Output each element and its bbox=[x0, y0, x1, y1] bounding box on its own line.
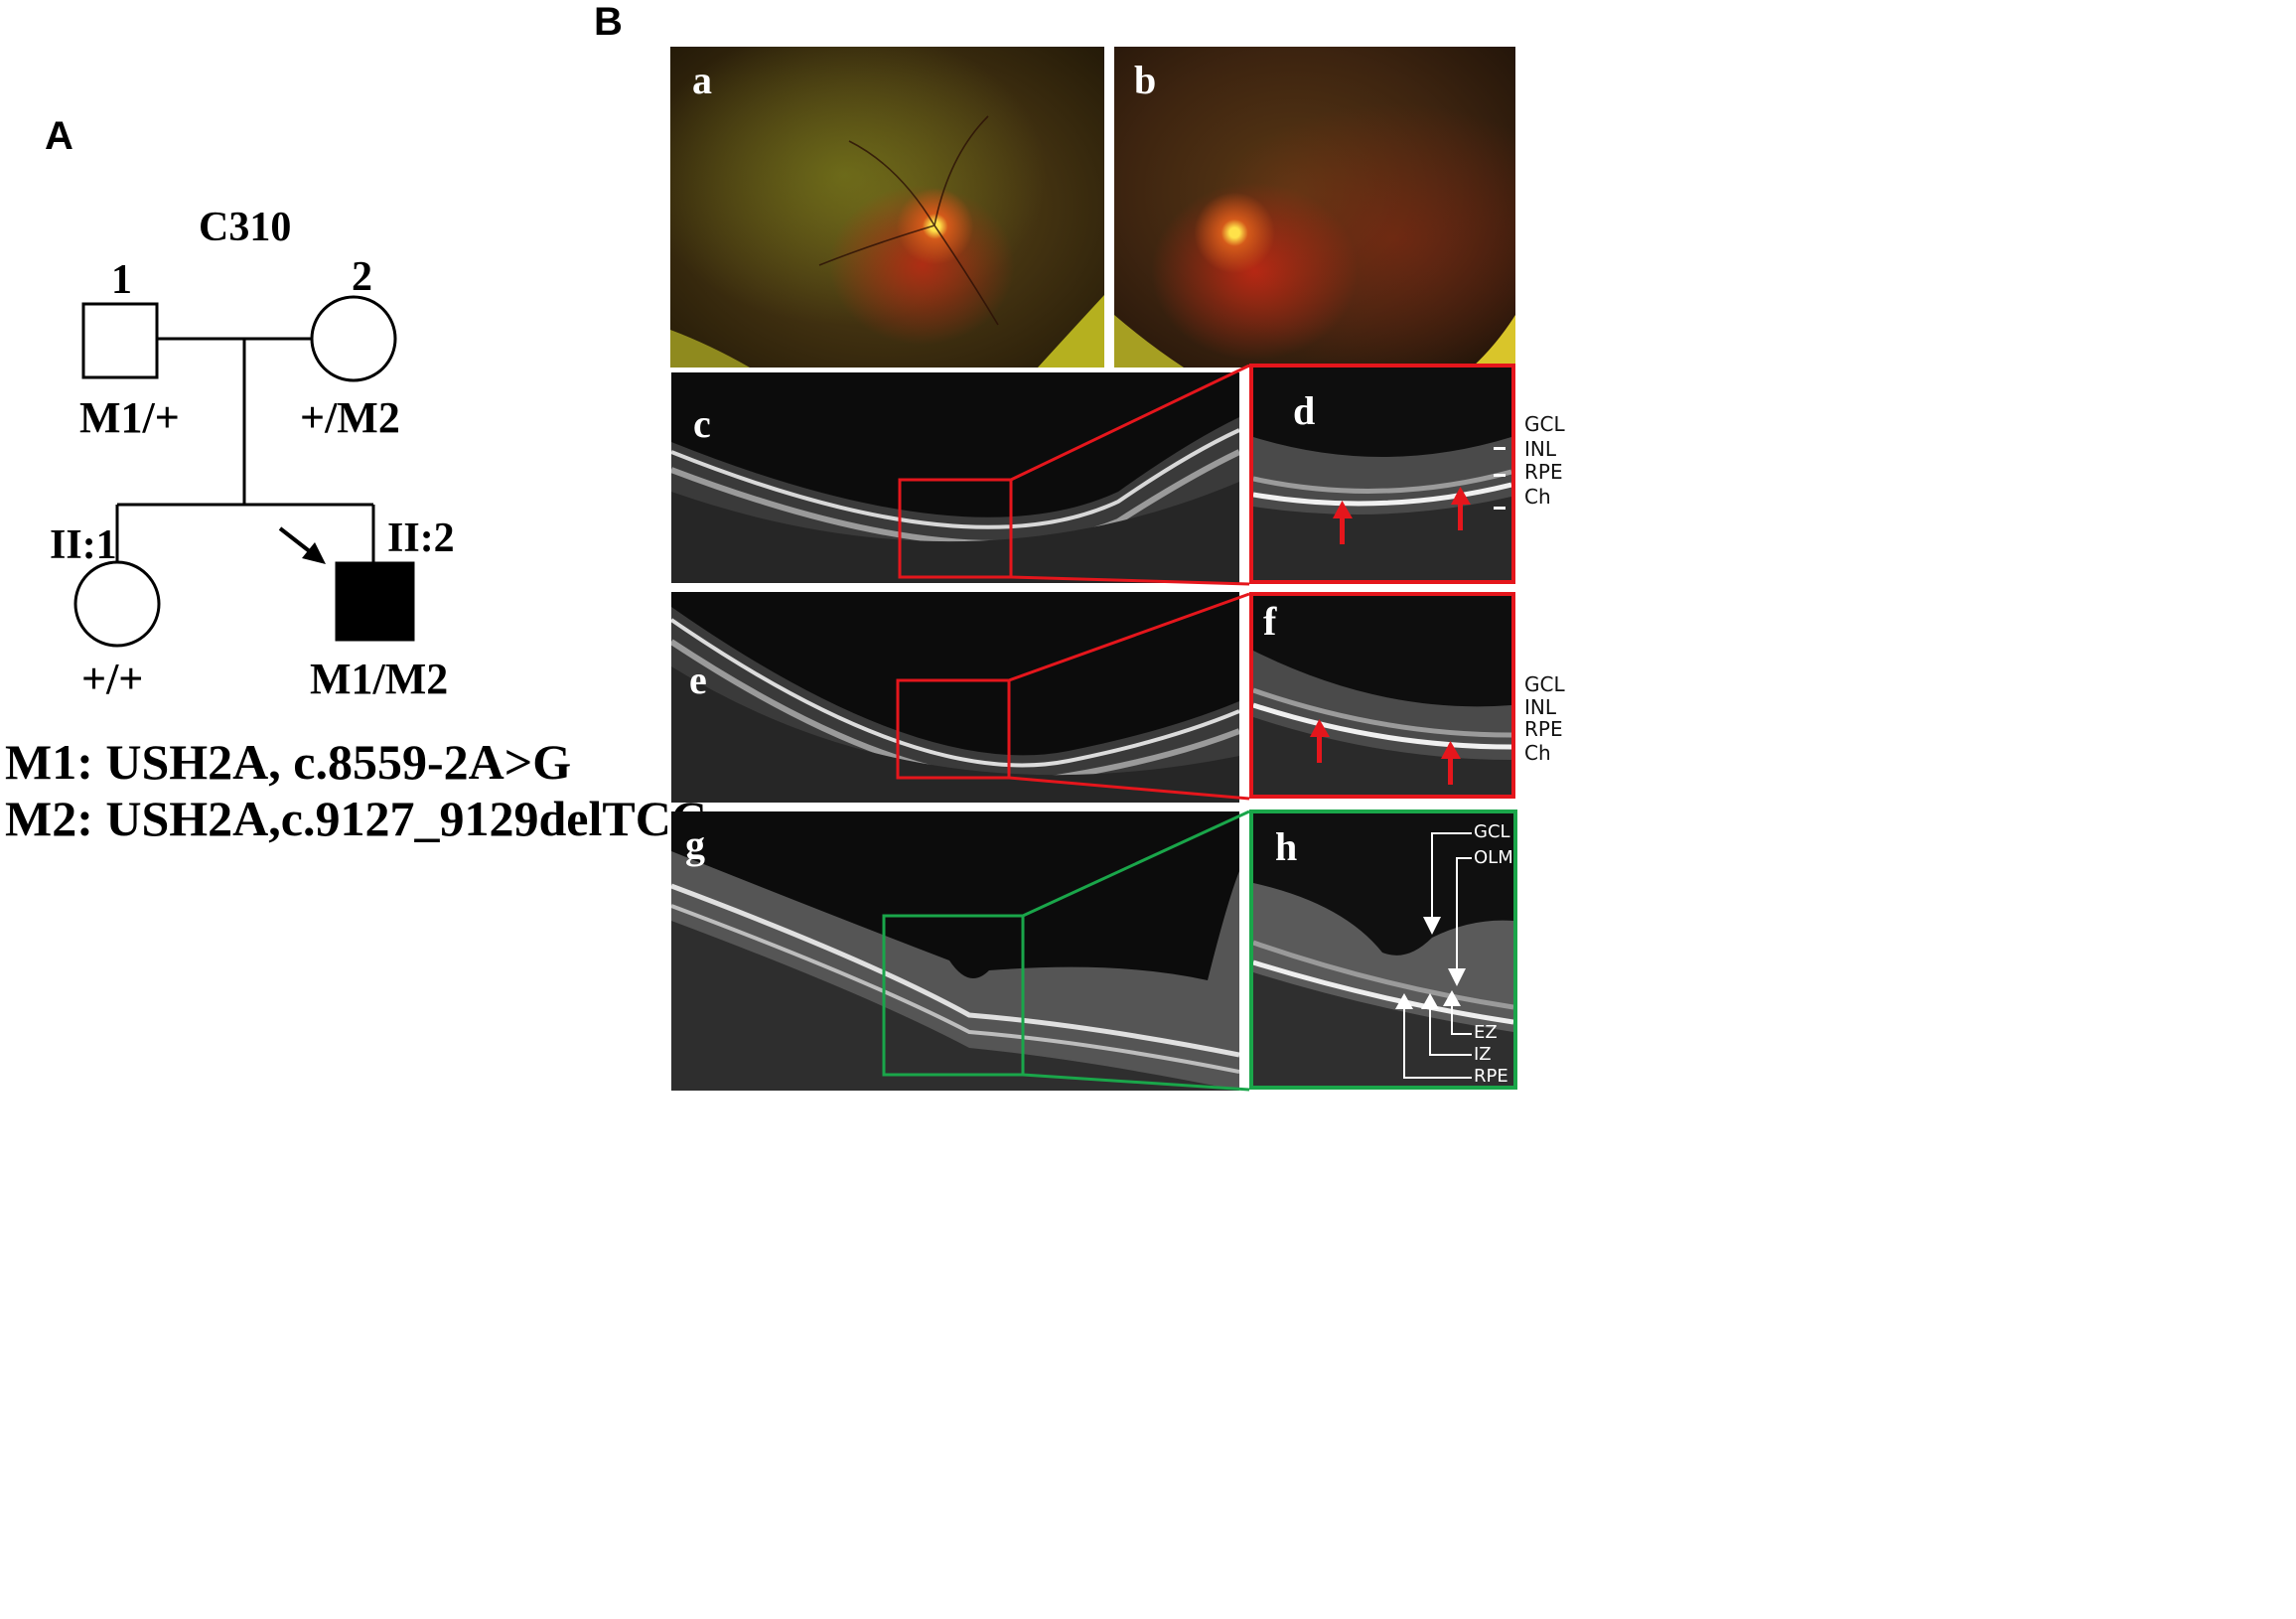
daughter-circle bbox=[73, 560, 161, 648]
white-arrow-icon bbox=[1448, 968, 1466, 986]
daughter-id: II:1 bbox=[50, 522, 117, 568]
proband-square bbox=[335, 561, 415, 642]
mother-number: 2 bbox=[352, 254, 372, 300]
label-f-ch: Ch bbox=[1524, 741, 1551, 765]
label-f-rpe: RPE bbox=[1524, 717, 1563, 741]
oct-scan-c: c bbox=[671, 372, 1239, 583]
oct-scan-g: g bbox=[671, 811, 1239, 1091]
label-h-iz: IZ bbox=[1474, 1044, 1492, 1065]
label-d-inl: INL bbox=[1524, 437, 1557, 461]
mother-circle bbox=[310, 295, 397, 382]
father-square bbox=[81, 302, 159, 379]
label-d-gcl: GCL bbox=[1524, 412, 1565, 436]
label-h-ez: EZ bbox=[1474, 1022, 1498, 1043]
white-arrow-icon bbox=[1395, 993, 1413, 1009]
white-arrow-icon bbox=[1443, 990, 1461, 1006]
fundus-photo-b: b bbox=[1114, 47, 1515, 368]
red-arrow-icon bbox=[1333, 501, 1353, 544]
label-h-gcl: GCL bbox=[1474, 821, 1510, 842]
sublabel-e: e bbox=[689, 658, 707, 702]
sublabel-h: h bbox=[1275, 824, 1298, 869]
oct-zoom-f: f bbox=[1249, 592, 1515, 799]
label-h-rpe: RPE bbox=[1474, 1066, 1508, 1087]
white-arrow-icon bbox=[1421, 993, 1439, 1009]
mother-genotype: +/M2 bbox=[300, 393, 400, 442]
sublabel-c: c bbox=[693, 401, 711, 446]
red-arrow-icon bbox=[1441, 741, 1461, 785]
proband-genotype: M1/M2 bbox=[310, 655, 449, 703]
oct-scan-e: e bbox=[671, 592, 1239, 803]
label-h-olm: OLM bbox=[1474, 847, 1513, 868]
pedigree-chart bbox=[73, 295, 415, 648]
oct-zoom-d: d bbox=[1249, 364, 1515, 584]
family-id: C310 bbox=[199, 205, 292, 250]
panel-letter-b: B bbox=[594, 0, 623, 44]
daughter-genotype: +/+ bbox=[81, 655, 144, 703]
proband-id: II:2 bbox=[387, 515, 455, 561]
red-arrow-icon bbox=[1310, 719, 1330, 763]
label-d-rpe: RPE bbox=[1524, 460, 1563, 484]
label-f-inl: INL bbox=[1524, 695, 1557, 719]
oct-zoom-h: h GCL OLM EZ IZ RPE bbox=[1249, 810, 1517, 1090]
panel-letter-a: A bbox=[45, 114, 73, 158]
sublabel-d: d bbox=[1293, 388, 1316, 433]
red-arrow-icon bbox=[1451, 487, 1471, 530]
sublabel-a: a bbox=[692, 58, 712, 102]
father-number: 1 bbox=[111, 257, 132, 303]
label-d-ch: Ch bbox=[1524, 485, 1551, 509]
sublabel-b: b bbox=[1134, 58, 1157, 102]
mutation-m1: M1: USH2A, c.8559-2A>G bbox=[5, 734, 572, 790]
label-f-gcl: GCL bbox=[1524, 672, 1565, 696]
white-arrow-icon bbox=[1423, 917, 1441, 935]
father-genotype: M1/+ bbox=[79, 393, 180, 442]
mutation-m2: M2: USH2A,c.9127_9129delTCC bbox=[5, 791, 707, 846]
sublabel-f: f bbox=[1263, 599, 1277, 644]
sublabel-g: g bbox=[685, 822, 705, 867]
proband-arrow-icon bbox=[278, 526, 326, 564]
fundus-photo-a: a bbox=[670, 47, 1104, 368]
